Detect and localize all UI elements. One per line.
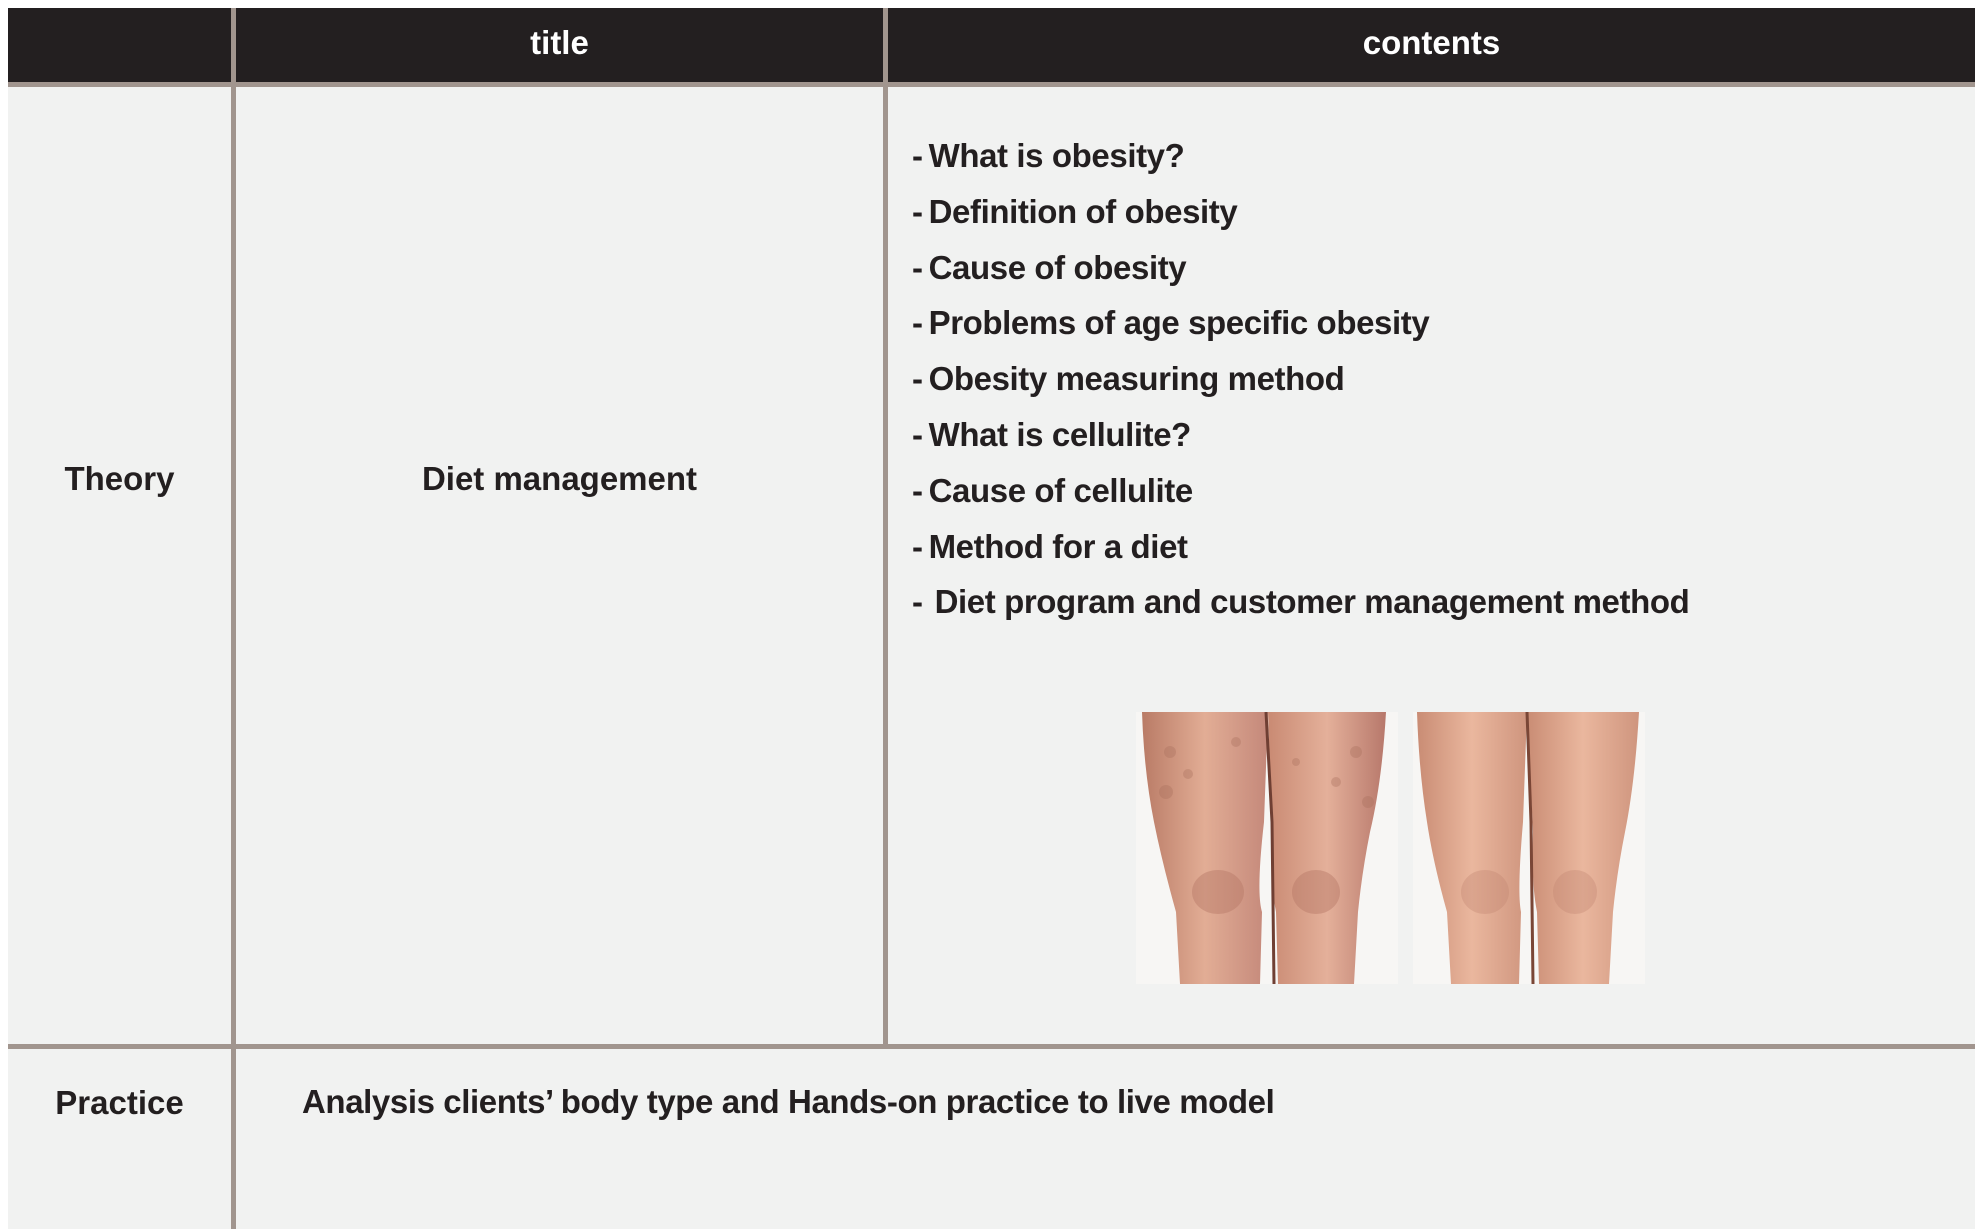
list-item: -Method for a diet bbox=[912, 527, 1188, 565]
row-divider bbox=[8, 1044, 1975, 1049]
column-divider bbox=[883, 8, 888, 1048]
list-item: -What is cellulite? bbox=[912, 415, 1191, 453]
legs-smooth-photo bbox=[1413, 712, 1645, 984]
legs-with-cellulite-photo bbox=[1136, 712, 1398, 984]
header-contents: contents bbox=[1362, 24, 1501, 61]
row-label-practice: Practice bbox=[55, 1084, 184, 1121]
list-item: -Diet program and customer management me… bbox=[912, 583, 1690, 621]
curriculum-table: title contents Theory Diet management -W… bbox=[8, 8, 1975, 1229]
theory-contents-list: -What is obesity? -Definition of obesity… bbox=[912, 128, 1690, 630]
list-item: -Cause of obesity bbox=[912, 248, 1187, 286]
list-item: -What is obesity? bbox=[912, 137, 1185, 174]
practice-description: Analysis clients’ body type and Hands-on… bbox=[302, 1083, 1275, 1120]
row-label-theory: Theory bbox=[64, 460, 175, 497]
header-title: title bbox=[530, 24, 589, 61]
list-item: -Definition of obesity bbox=[912, 192, 1238, 230]
legs-cellulite-illustration bbox=[1142, 712, 1386, 984]
header-divider bbox=[8, 82, 1975, 87]
list-item: -Problems of age specific obesity bbox=[912, 304, 1430, 342]
table-header: title contents bbox=[8, 8, 1975, 82]
theory-title: Diet management bbox=[421, 460, 698, 497]
legs-smooth-illustration bbox=[1417, 712, 1639, 984]
list-item: -Obesity measuring method bbox=[912, 360, 1345, 398]
list-item: -Cause of cellulite bbox=[912, 471, 1193, 509]
column-divider bbox=[231, 8, 236, 1229]
